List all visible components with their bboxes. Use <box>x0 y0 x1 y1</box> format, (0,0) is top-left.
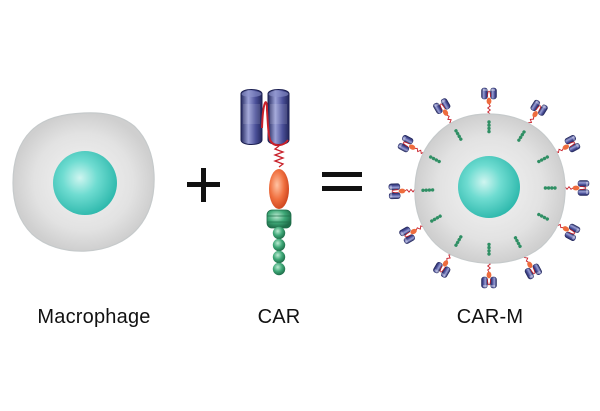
car-label: CAR <box>257 306 301 328</box>
car-m-receptor-11 <box>481 259 497 289</box>
car-m-nucleus <box>458 156 520 218</box>
car-signaling-domain <box>266 209 292 276</box>
macrophage-label: Macrophage <box>37 306 151 328</box>
car-receptor-icon <box>240 89 292 276</box>
car-hinge-spring <box>273 145 285 168</box>
car-transmembrane-domain <box>269 169 289 209</box>
car-m-label: CAR-M <box>456 306 524 328</box>
macrophage-nucleus <box>53 151 117 215</box>
car-linker <box>261 101 289 147</box>
plus-operator-icon <box>187 168 220 202</box>
car-binding-domain <box>240 89 290 145</box>
car-m-receptor-5 <box>481 87 497 117</box>
equals-operator-icon <box>322 172 362 191</box>
car-m-receptor-2 <box>388 182 418 200</box>
car-macrophage-icon <box>388 87 590 289</box>
macrophage-cell-icon <box>12 112 155 252</box>
